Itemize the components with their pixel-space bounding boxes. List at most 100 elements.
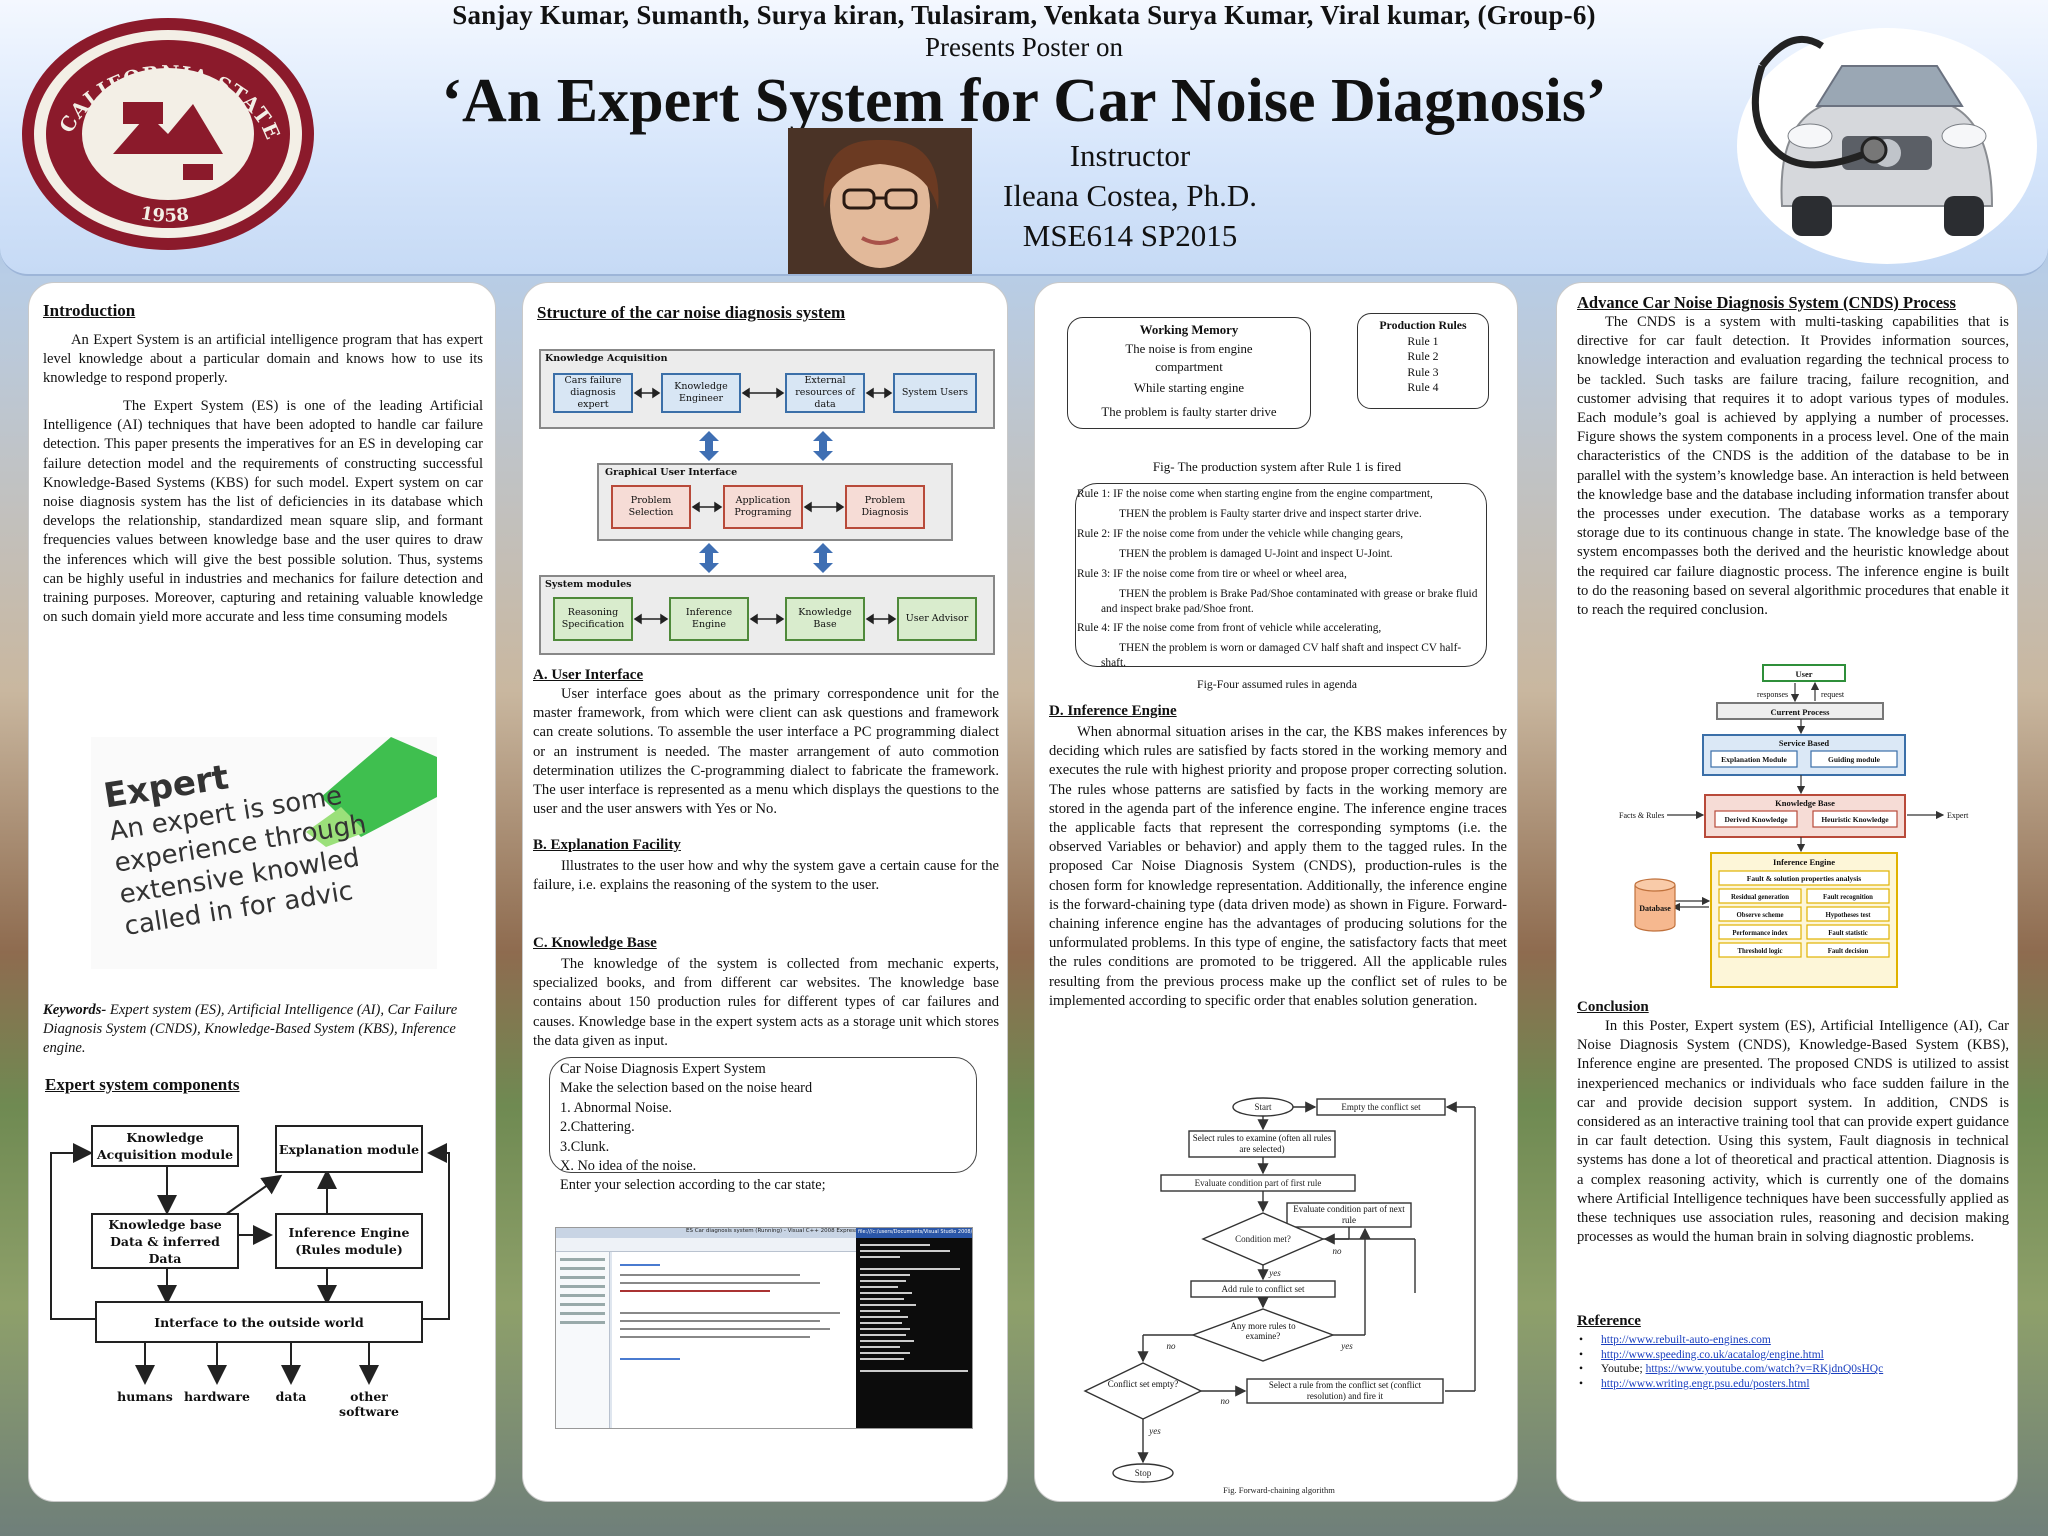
reference-link[interactable]: http://www.rebuilt-auto-engines.com [1601,1334,1771,1346]
rules-agenda-box [1075,483,1487,667]
instructor-photo [788,128,972,274]
arch-explanation-module: Explanation Module [1721,755,1787,764]
ka-box-engineer: Knowledge Engineer [661,373,741,413]
arch-cell-4: Hypotheses test [1825,912,1871,919]
output-data: data [275,1389,307,1404]
ide-window-title: ES Car diagnosis system (Running) - Visu… [686,1228,879,1234]
column-introduction: Introduction An Expert System is an arti… [28,282,496,1502]
flow-conflict-empty: Conflict set empty? [1107,1379,1179,1389]
ka-box-external: External resources of data [785,373,865,413]
gui-box-selection: Problem Selection [611,485,691,529]
reference-link[interactable]: https://www.youtube.com/watch?v=RKjdnQ0s… [1645,1363,1884,1376]
reference-item: http://www.rebuilt-auto-engines.com [1579,1333,2009,1348]
introduction-paragraph-2: The Expert System (ES) is one of the lea… [43,398,483,626]
column-structure: Structure of the car noise diagnosis sys… [522,282,1008,1502]
components-title: Expert system components [45,1075,240,1094]
flow-select-rules: Select rules to examine (often all rules… [1192,1133,1332,1154]
authors-line: Sanjay Kumar, Sumanth, Surya kiran, Tula… [452,0,1596,30]
poster-title: ‘An Expert System for Car Noise Diagnosi… [441,67,1607,135]
gui-box-application: Application Programing [723,485,803,529]
arch-cell-6: Fault statistic [1828,930,1867,937]
explanation-module-box: Explanation module [275,1125,423,1173]
menu-line-instruction: Make the selection based on the noise he… [560,1080,813,1097]
instructor-block: Instructor Ileana Costea, Ph.D. MSE614 S… [980,136,1280,256]
column-inference: Working Memory The noise is from engine … [1034,282,1518,1502]
keywords-text: Expert system (ES), Artificial Intellige… [43,1002,458,1057]
svg-text:1958: 1958 [139,203,190,227]
user-interface-title: A. User Interface [533,667,644,683]
menu-box: Car Noise Diagnosis Expert System Make t… [549,1057,977,1193]
reference-link[interactable]: http://www.speeding.co.uk/acatalog/engin… [1601,1348,1824,1361]
ka-group-label: Knowledge Acquisition [545,353,668,364]
explanation-facility-text: Illustrates to the user how and why the … [533,858,999,894]
menu-line-no-idea: X. No idea of the noise. [560,1158,697,1175]
rule-3-then: THEN the problem is Brake Pad/Shoe conta… [1101,588,1478,615]
arch-inference-engine: Inference Engine [1773,857,1835,867]
production-rules-box: Production Rules Rule 1 Rule 2 Rule 3 Ru… [1357,313,1489,409]
flow-stop: Stop [1135,1468,1152,1478]
flow-more-rules: Any more rules to examine? [1230,1321,1296,1341]
menu-line-chattering: 2.Chattering. [560,1119,635,1136]
conclusion-title: Conclusion [1577,999,1649,1015]
rule-4-then: THEN the problem is worn or damaged CV h… [1101,642,1462,669]
rule-2-if: Rule 2: IF the noise come from under the… [1077,528,1404,540]
structure-diagram-arrows [633,387,897,625]
cnds-architecture-diagram: User Current Process Service Based Expla… [1619,664,1969,988]
course-code: MSE614 SP2015 [1022,218,1238,253]
inference-engine-box: Inference Engine (Rules module) [275,1213,423,1269]
reference-item: Youtube; https://www.youtube.com/watch?v… [1579,1362,2009,1377]
output-hardware: hardware [184,1389,250,1404]
introduction-title: Introduction [43,301,136,320]
menu-line-enter: Enter your selection according to the ca… [560,1177,826,1194]
reference-title: Reference [1577,1313,1641,1329]
sys-box-advisor: User Advisor [897,597,977,641]
reference-link[interactable]: http://www.writing.engr.psu.edu/posters.… [1601,1377,1810,1390]
production-rule-1: Rule 1 [1407,333,1439,348]
gui-box-diagnosis: Problem Diagnosis [845,485,925,529]
instructor-name: Ileana Costea, Ph.D. [1003,178,1257,213]
ka-box-users: System Users [893,373,977,413]
flow-yes-1: yes [1268,1268,1281,1278]
gui-group-label: Graphical User Interface [605,467,738,478]
flow-start: Start [1255,1102,1272,1112]
production-rule-4: Rule 4 [1407,380,1439,394]
reference-list: http://www.rebuilt-auto-engines.com http… [1579,1333,2009,1391]
advance-process-title: Advance Car Noise Diagnosis System (CNDS… [1577,293,1956,312]
arch-request: request [1821,690,1845,699]
rule-4-if: Rule 4: IF the noise come from front of … [1077,622,1382,634]
arch-responses: responses [1757,690,1788,699]
arch-heuristic-knowledge: Heuristic Knowledge [1821,815,1889,824]
ka-box-expert: Cars failure diagnosis expert [553,373,633,413]
introduction-paragraph-1: An Expert System is an artificial intell… [43,332,483,387]
rule-3-if: Rule 3: IF the noise come from tire or w… [1077,568,1347,580]
advance-process-text: The CNDS is a system with multi-tasking … [1577,314,2009,619]
working-memory-item-2: While starting engine [1133,381,1245,395]
arch-cell-7: Threshold logic [1737,948,1782,955]
arch-fault-analysis: Fault & solution properties analysis [1747,874,1862,883]
flow-eval-next: Evaluate condition part of next rule [1293,1204,1405,1225]
arch-knowledge-base: Knowledge Base [1775,798,1835,808]
structure-title: Structure of the car noise diagnosis sys… [537,303,846,322]
forward-chaining-flowchart: Start Empty the conflict set Select rule… [1083,1097,1476,1495]
inference-engine-text: When abnormal situation arises in the ca… [1049,724,1507,1009]
arch-database: Database [1639,904,1671,913]
arch-cell-3: Observe scheme [1737,912,1784,919]
menu-line-title: Car Noise Diagnosis Expert System [560,1061,766,1077]
interface-outside-world-box: Interface to the outside world [95,1301,423,1343]
menu-line-clunk: 3.Clunk. [560,1138,610,1155]
inference-engine-title: D. Inference Engine [1049,703,1177,719]
ide-screenshot: ES Car diagnosis system (Running) - Visu… [555,1227,973,1429]
conclusion-text: In this Poster, Expert system (ES), Arti… [1577,1018,2009,1246]
arch-cell-8: Fault decision [1828,948,1869,955]
explanation-facility-title: B. Explanation Facility [533,837,681,853]
arch-current-process: Current Process [1771,707,1831,717]
car-stethoscope-icon [1737,28,2037,264]
sys-group-label: System modules [545,579,632,590]
arch-cell-2: Fault recognition [1823,894,1873,901]
arch-service-based: Service Based [1779,738,1830,748]
flow-yes-3: yes [1148,1426,1161,1436]
rules-agenda-caption: Fig-Four assumed rules in agenda [1197,677,1357,691]
column-process: Advance Car Noise Diagnosis System (CNDS… [1556,282,2018,1502]
instructor-label: Instructor [1069,138,1191,173]
flow-yes-2: yes [1340,1341,1353,1351]
